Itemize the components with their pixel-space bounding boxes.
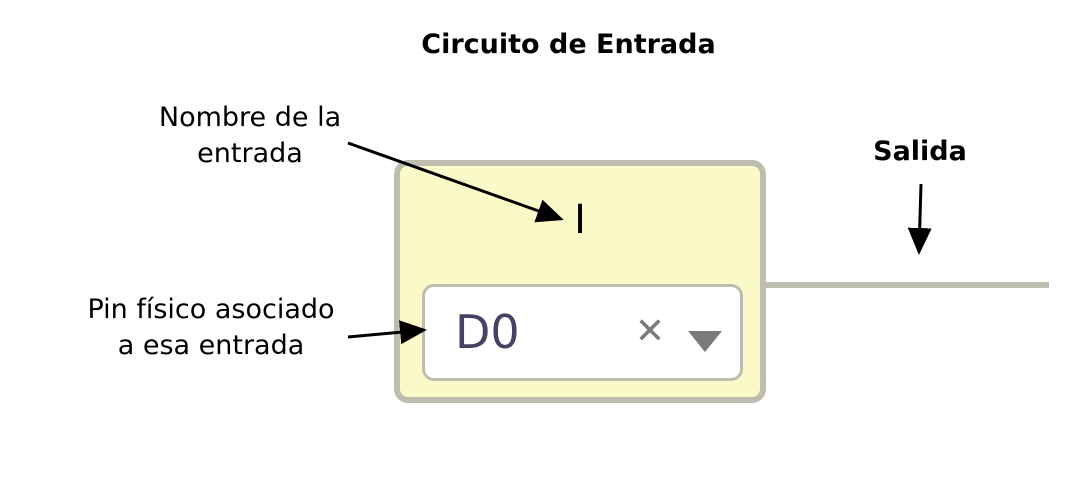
physical-pin-annotation-line-1: Pin físico asociado [87,294,335,325]
physical-pin-annotation: Pin físico asociado a esa entrada [70,292,352,364]
input-block[interactable]: I D0 ✕ [394,160,766,403]
input-name-annotation-line-2: entrada [197,138,303,169]
physical-pin-arrow [347,320,427,345]
diagram-title: Circuito de Entrada [421,29,716,60]
input-name-arrow [347,141,564,223]
output-annotation: Salida [873,136,967,167]
input-name-annotation: Nombre de la entrada [140,100,360,172]
pin-select-value: D0 [455,305,520,359]
pin-select[interactable]: D0 ✕ [422,284,743,381]
output-arrow [907,183,932,255]
input-block-name[interactable]: I [574,197,586,243]
close-icon[interactable]: ✕ [634,311,666,352]
triangle-down-icon[interactable] [688,331,722,352]
input-name-annotation-line-1: Nombre de la [158,102,342,133]
physical-pin-annotation-line-2: a esa entrada [117,330,305,361]
